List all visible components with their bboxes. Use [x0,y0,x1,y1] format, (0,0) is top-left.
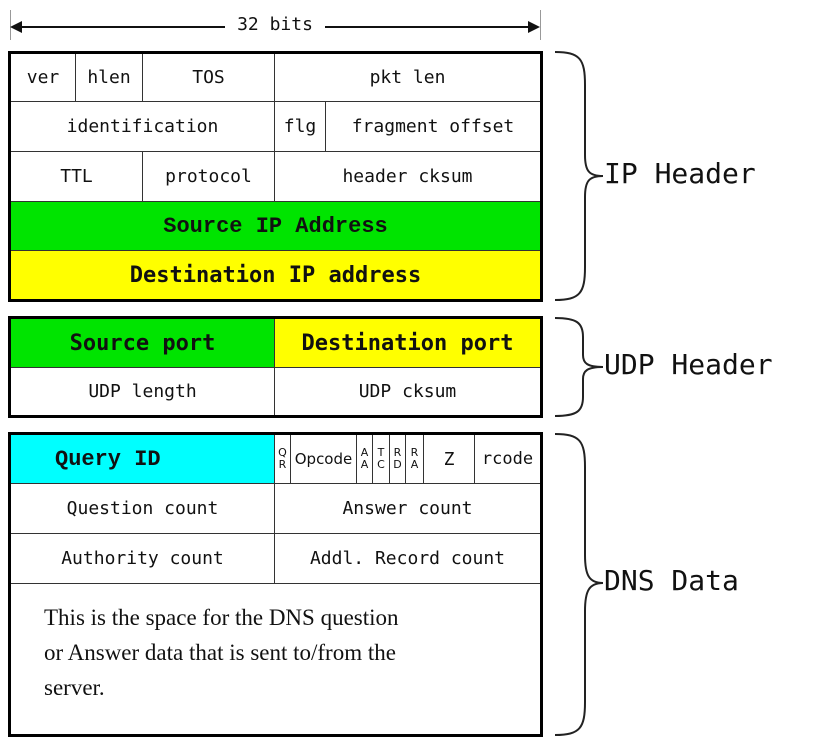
question-count-field: Question count [11,484,275,534]
fragment-offset-field: fragment offset [326,102,540,152]
rd-flag-char: R [393,446,402,459]
ver-field: ver [11,54,76,102]
source-port-field: Source port [11,319,275,368]
dns-data-brace [554,433,604,736]
rd-flag: R D [390,435,406,484]
ruler-label: 32 bits [237,14,313,35]
destination-port-field: Destination port [275,319,540,368]
udp-header-frame [8,316,543,418]
dns-payload-description: This is the space for the DNS question o… [44,600,534,705]
udp-length-field: UDP length [11,368,275,415]
header-cksum-field: header cksum [275,152,540,202]
addl-record-count-field: Addl. Record count [275,534,540,584]
ruler-arrows [10,21,540,33]
udp-cksum-field: UDP cksum [358,381,457,402]
rd-flag-char: D [393,458,402,471]
query-id-field: Query ID [11,435,275,484]
source-ip-field: Source IP Address [11,202,540,251]
qr-flag: Q R [275,435,291,484]
udp-header-label: UDP Header [604,348,773,381]
ip-header-brace [554,51,604,301]
rcode-field: rcode [475,435,540,484]
ra-flag: R A [406,435,424,484]
qr-flag-char: R [278,458,287,471]
ip-header-frame [8,51,543,302]
ruler-left-tick [10,10,11,40]
authority-count-field: Authority count [11,534,275,584]
section-braces [554,51,604,736]
opcode-field: Opcode [291,435,357,484]
tc-flag-char: C [377,458,385,471]
flg-field: flg [275,102,326,152]
tos-field: TOS [143,54,275,102]
udp-header-brace [554,317,604,417]
pkt-len-field: pkt len [275,54,540,102]
ip-header-label: IP Header [604,157,756,190]
payload-line: or Answer data that is sent to/from the [44,640,396,665]
z-field: Z [424,435,475,484]
identification-field: identification [11,102,275,152]
tc-flag: T C [373,435,390,484]
aa-flag-char: A [360,446,369,459]
ttl-field: TTL [11,152,143,202]
hlen-field: hlen [76,54,143,102]
protocol-field: protocol [143,152,275,202]
aa-flag: A A [357,435,373,484]
ra-flag-char: R [410,446,419,459]
destination-ip-field: Destination IP address [11,251,540,299]
ruler-right-tick [540,10,541,40]
ra-flag-char: A [410,458,419,471]
dns-data-frame [8,432,543,737]
answer-count-field: Answer count [275,484,540,534]
payload-line: server. [44,675,105,700]
aa-flag-char: A [360,458,369,471]
tc-flag-char: T [377,446,385,459]
dns-data-label: DNS Data [604,564,739,597]
payload-line: This is the space for the DNS question [44,605,399,630]
qr-flag-char: Q [278,446,287,459]
